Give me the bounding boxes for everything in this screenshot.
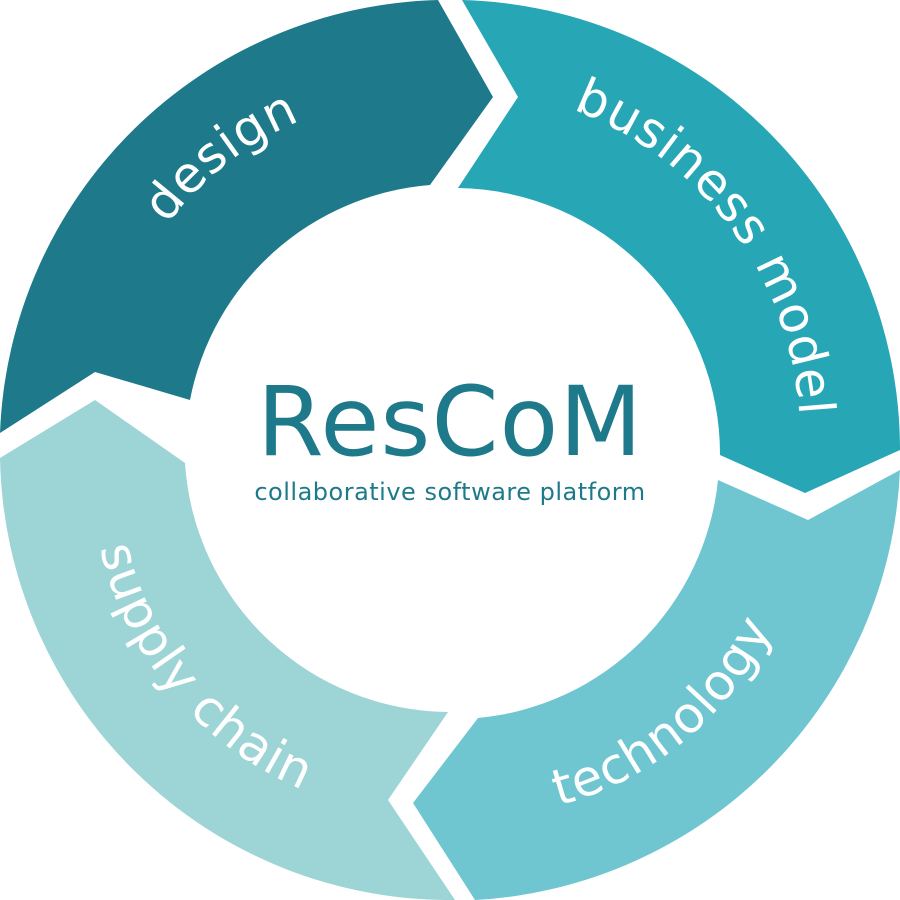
brand-title: ResCoM <box>256 366 644 478</box>
segment-technology: technology <box>413 470 900 900</box>
segment-design-shape <box>0 0 493 433</box>
center-logo: ResCoM collaborative software platform <box>0 372 900 506</box>
segment-supply-chain: supply chain <box>0 400 455 900</box>
segment-business-model-shape <box>458 0 900 493</box>
segment-supply-chain-shape <box>0 400 455 900</box>
brand-tagline: collaborative software platform <box>254 478 646 506</box>
segment-technology-shape <box>413 470 900 900</box>
